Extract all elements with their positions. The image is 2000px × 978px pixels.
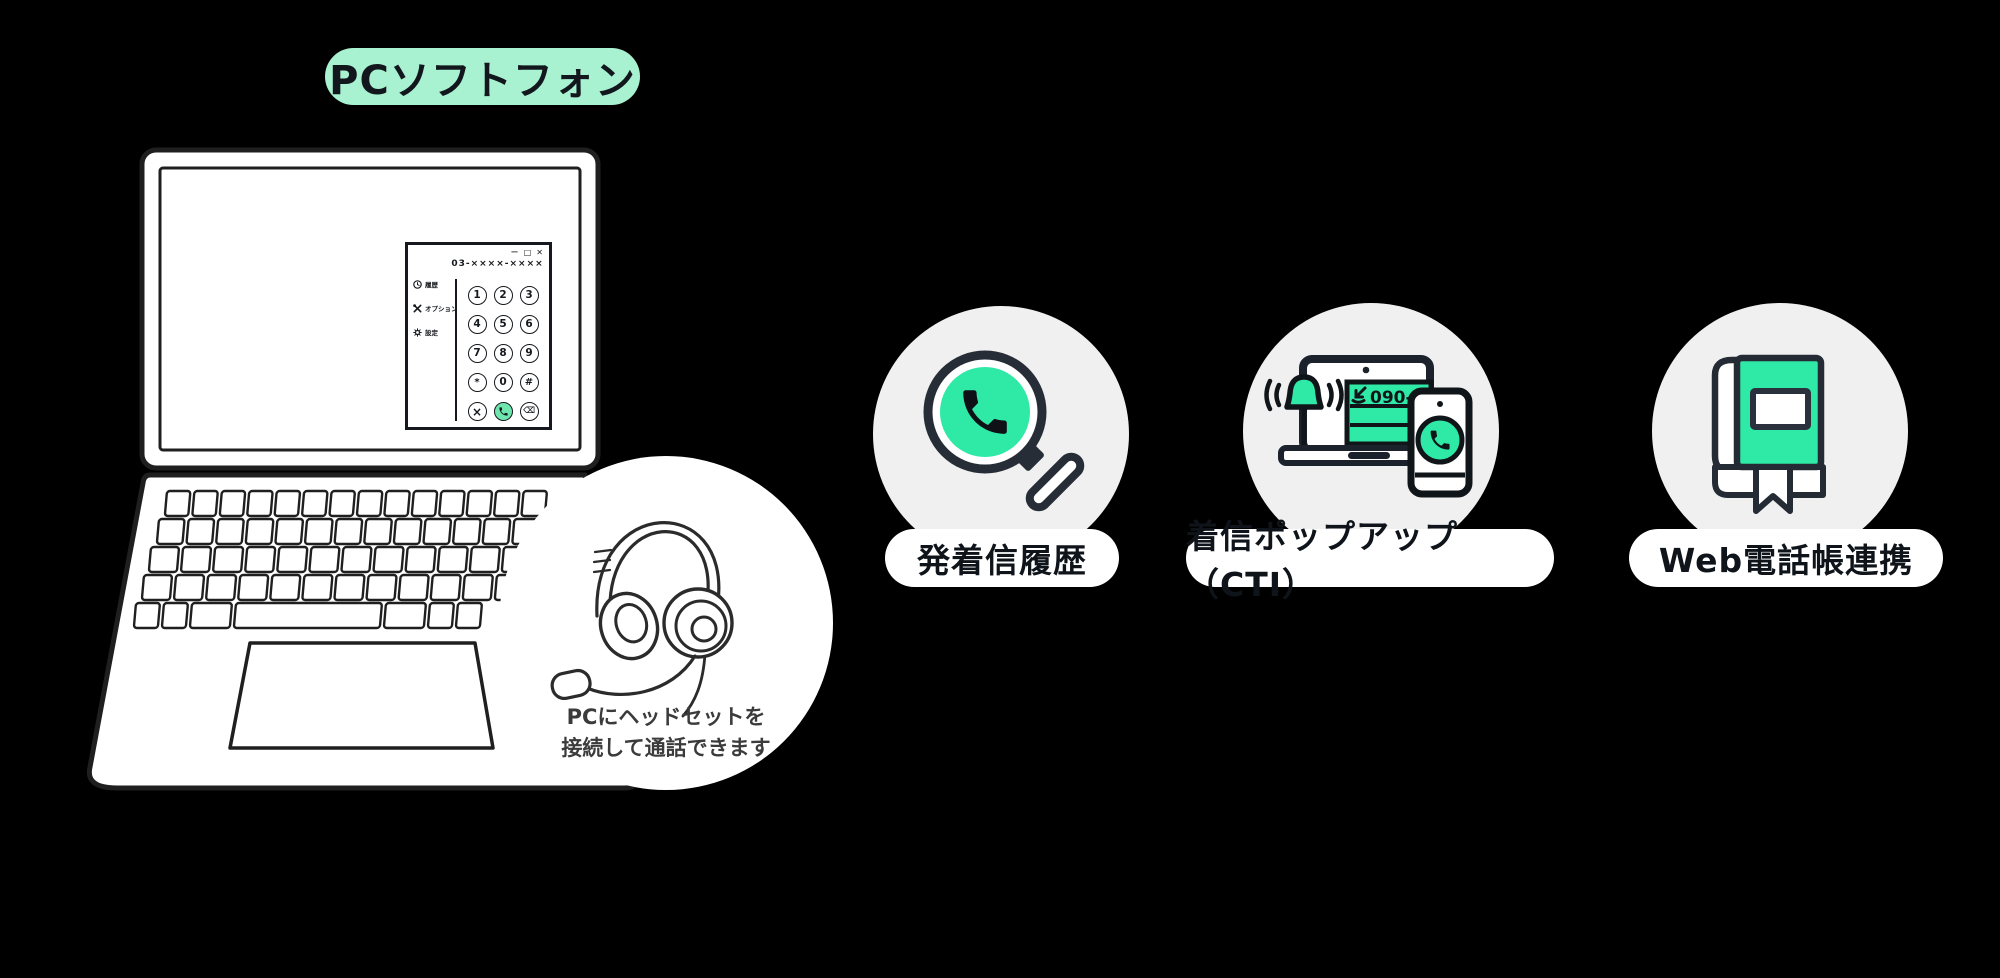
key-3[interactable]: 3 xyxy=(519,286,539,305)
headset-caption: PCにヘッドセットを 接続して通話できます xyxy=(499,702,833,764)
headband-adjuster xyxy=(592,548,613,574)
headset-caption-line1: PCにヘッドセットを xyxy=(566,705,766,729)
dialer-divider xyxy=(455,279,457,421)
key-star[interactable]: * xyxy=(467,373,487,392)
headset-bubble: PCにヘッドセットを 接続して通話できます xyxy=(499,456,833,790)
menu-item-history[interactable]: 履歴 xyxy=(413,279,458,289)
feature-circle-web-phonebook xyxy=(1652,303,1908,559)
key-hash[interactable]: # xyxy=(519,373,539,392)
menu-label-history: 履歴 xyxy=(425,281,438,289)
book-label xyxy=(1750,388,1811,430)
popup-number: 090- xyxy=(1370,388,1413,408)
ring-bell-icon xyxy=(1264,374,1344,458)
history-clock-icon xyxy=(413,279,422,289)
headset-caption-line2: 接続して通話できます xyxy=(561,736,771,760)
settings-gear-icon xyxy=(413,327,422,337)
key-5[interactable]: 5 xyxy=(493,315,513,334)
dial-keypad: 1 2 3 4 5 6 7 8 9 * 0 # × ⌫ xyxy=(464,281,542,426)
laptop-trackpad xyxy=(228,641,495,750)
softphone-dialer-window: − □ ✕ 03-××××-×××× 履歴 オプション xyxy=(405,242,552,430)
incoming-call-arrow-icon xyxy=(1351,386,1367,404)
menu-item-options[interactable]: オプション xyxy=(413,303,458,313)
options-tools-icon xyxy=(413,303,422,312)
menu-label-options: オプション xyxy=(425,305,458,313)
feature-circle-call-history xyxy=(873,306,1129,562)
call-button[interactable] xyxy=(493,402,513,421)
pc-softphone-badge: PCソフトフォン xyxy=(325,48,640,105)
dialer-menu: 履歴 オプション 設定 xyxy=(413,279,458,337)
mic-boom xyxy=(585,654,697,696)
key-6[interactable]: 6 xyxy=(519,315,539,334)
web-phonebook-icon xyxy=(1711,354,1826,514)
window-controls: − □ ✕ xyxy=(510,247,543,258)
feature-label-cti-popup: 着信ポップアップ（CTI） xyxy=(1186,517,1554,604)
feature-circle-cti-popup: 090- xyxy=(1243,303,1499,559)
phone-icon xyxy=(1430,430,1450,450)
headset-cable xyxy=(681,652,707,718)
dialed-number-display: 03-××××-×××× xyxy=(451,259,544,269)
key-9[interactable]: 9 xyxy=(519,344,539,363)
key-8[interactable]: 8 xyxy=(493,344,513,363)
left-ear-cup xyxy=(598,591,660,661)
backspace-button[interactable]: ⌫ xyxy=(519,402,539,421)
phone-icon xyxy=(498,407,508,416)
incoming-call-popup-icon: 090- xyxy=(1264,355,1473,498)
key-7[interactable]: 7 xyxy=(467,344,487,363)
key-0[interactable]: 0 xyxy=(493,373,513,392)
call-history-search-icon xyxy=(923,350,1085,512)
key-1[interactable]: 1 xyxy=(467,286,487,305)
smartphone xyxy=(1407,387,1473,498)
laptop-keyboard xyxy=(132,489,548,630)
key-4[interactable]: 4 xyxy=(467,315,487,334)
key-2[interactable]: 2 xyxy=(493,286,513,305)
phone-icon xyxy=(963,390,1007,434)
menu-label-settings: 設定 xyxy=(425,329,438,337)
maximize-icon[interactable]: □ xyxy=(523,248,532,257)
right-ear-cup xyxy=(662,587,734,659)
headset-illustration xyxy=(550,521,734,718)
feature-label-web-phonebook: Web電話帳連携 xyxy=(1629,529,1943,587)
menu-item-settings[interactable]: 設定 xyxy=(413,327,458,337)
minimize-icon[interactable]: − xyxy=(510,247,519,258)
mic-capsule xyxy=(550,668,592,701)
cancel-call-button[interactable]: × xyxy=(467,402,487,421)
close-icon[interactable]: ✕ xyxy=(536,248,543,257)
bookmark-ribbon xyxy=(1753,464,1793,514)
feature-label-call-history: 発着信履歴 xyxy=(885,529,1119,587)
